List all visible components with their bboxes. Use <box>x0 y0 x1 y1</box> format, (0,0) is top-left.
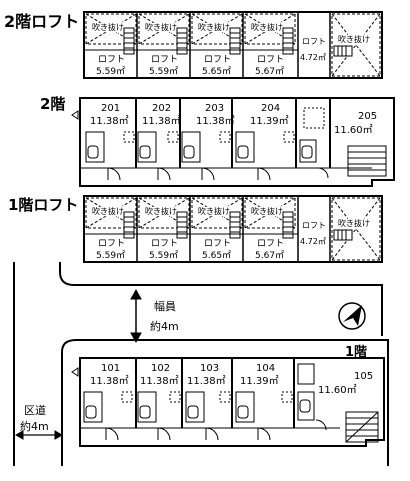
loft-2f-section: 2階ロフト 吹き抜け 吹き抜け 吹き抜け 吹き抜け 吹き抜け 吹き抜け 吹き抜け… <box>4 11 383 79</box>
loft-area: 5.59㎡ <box>149 66 178 77</box>
void-label: 吹き抜け <box>92 206 124 216</box>
ladder-icon <box>123 27 353 57</box>
unit-area: 11.38㎡ <box>196 115 235 127</box>
void-label: 吹き抜け <box>92 22 124 32</box>
loft-1f-section: 1階ロフト 吹き抜け 吹き抜け 吹き抜け 吹き抜け 吹き抜け 吹き抜け 吹き抜け… <box>8 195 383 263</box>
void-label-bg: 吹き抜け <box>251 22 283 32</box>
unit-area: 11.38㎡ <box>90 115 129 127</box>
unit-number: 102 <box>151 363 170 374</box>
unit-area: 11.38㎡ <box>142 115 181 127</box>
void-label-bg: 吹き抜け <box>251 206 283 216</box>
unit-area: 11.38㎡ <box>140 375 179 387</box>
loft-1f-void-row <box>85 197 381 261</box>
unit-number: 105 <box>354 371 373 382</box>
loft-1f-title: 1階ロフト <box>8 196 78 214</box>
bathroom-icon <box>85 107 325 163</box>
loft-2f-title: 2階ロフト <box>4 12 79 31</box>
unit-area: 11.60㎡ <box>334 124 373 136</box>
ward-road-label: 区道 <box>24 403 46 417</box>
road-width-arrow-icon <box>130 288 142 344</box>
road-width-label: 幅員 <box>154 300 176 313</box>
loft-area: 5.67㎡ <box>255 250 284 261</box>
loft-area: 5.59㎡ <box>149 250 178 261</box>
void-label: 吹き抜け <box>338 218 370 228</box>
unit-area: 11.38㎡ <box>187 375 226 387</box>
door-swing-icon <box>105 419 327 441</box>
loft-label: ロフト <box>302 37 326 46</box>
loft-area: 5.65㎡ <box>202 66 231 77</box>
loft-area: 4.72㎡ <box>300 237 326 246</box>
void-label-bg: 吹き抜け <box>198 22 230 32</box>
loft-label: ロフト <box>204 239 231 249</box>
void-label: 吹き抜け <box>338 34 370 44</box>
void-label: 吹き抜け <box>251 22 283 32</box>
unit-number: 201 <box>101 103 120 114</box>
void-label: 吹き抜け <box>198 206 230 216</box>
void-label: 吹き抜け <box>198 22 230 32</box>
void-label-bg: 吹き抜け <box>338 218 370 228</box>
void-label-bg: 吹き抜け <box>145 22 177 32</box>
stair-icon <box>345 411 379 443</box>
floor-1f-section: 1階 <box>61 339 389 466</box>
unit-number: 203 <box>205 103 224 114</box>
unit-number: 205 <box>358 111 377 122</box>
loft-label: ロフト <box>151 239 178 249</box>
unit-number: 103 <box>200 363 219 374</box>
loft-area: 5.59㎡ <box>96 66 125 77</box>
loft-label: ロフト <box>257 239 284 249</box>
loft-2f-void-row <box>85 13 381 77</box>
stair-icon <box>347 145 387 177</box>
loft-label: ロフト <box>98 239 125 249</box>
loft-area: 5.59㎡ <box>96 250 125 261</box>
loft-area: 5.67㎡ <box>255 66 284 77</box>
unit-number: 101 <box>101 363 120 374</box>
north-arrow-icon <box>338 302 366 330</box>
loft-label: ロフト <box>151 55 178 65</box>
unit-number: 204 <box>261 103 280 114</box>
void-label-bg: 吹き抜け <box>92 22 124 32</box>
loft-area: 4.72㎡ <box>300 53 326 62</box>
closet-icon <box>123 131 295 143</box>
void-label-bg: 吹き抜け <box>198 206 230 216</box>
ward-road-arrow-icon <box>14 430 64 440</box>
unit-area: 11.39㎡ <box>240 375 279 387</box>
void-label: 吹き抜け <box>251 206 283 216</box>
unit-area: 11.38㎡ <box>90 375 129 387</box>
ladder-icon <box>123 211 353 241</box>
floor-1f-title: 1階 <box>345 344 367 360</box>
unit-area: 11.39㎡ <box>250 115 289 127</box>
site-section: 幅員 約4m 区道 約4m <box>13 262 383 466</box>
unit-area: 11.60㎡ <box>318 384 357 396</box>
void-label-bg: 吹き抜け <box>338 34 370 44</box>
loft-label: ロフト <box>98 55 125 65</box>
road-width-value: 約4m <box>150 319 179 333</box>
floor-2f-title: 2階 <box>40 95 65 113</box>
void-label-bg: 吹き抜け <box>92 206 124 216</box>
loft-label: ロフト <box>257 55 284 65</box>
loft-area: 5.65㎡ <box>202 250 231 261</box>
unit-number: 202 <box>152 103 171 114</box>
loft-label: ロフト <box>204 55 231 65</box>
loft-label: ロフト <box>302 221 326 230</box>
floor-2f-section: 2階 <box>40 95 395 187</box>
ward-road-value: 約4m <box>20 419 49 433</box>
void-label: 吹き抜け <box>145 206 177 216</box>
unit-number: 104 <box>256 363 275 374</box>
void-label: 吹き抜け <box>145 22 177 32</box>
door-swing-icon <box>107 167 329 181</box>
bathroom-icon <box>83 363 315 423</box>
void-label-bg: 吹き抜け <box>145 206 177 216</box>
closet-icon <box>121 391 293 403</box>
